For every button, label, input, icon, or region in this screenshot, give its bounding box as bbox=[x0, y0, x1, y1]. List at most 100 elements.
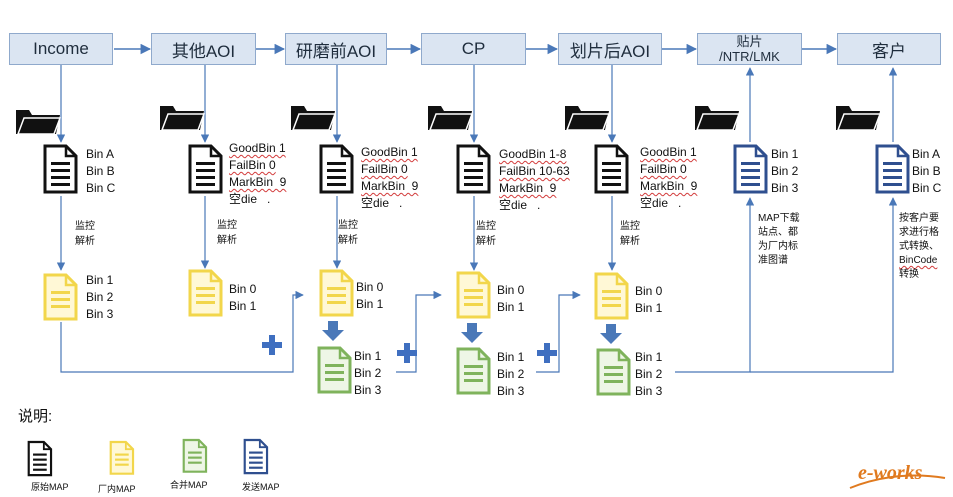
merged-map-line: Bin 2 bbox=[635, 367, 663, 381]
monitor-label: 监控 bbox=[75, 221, 95, 232]
raw-map-line: FailBin 0 bbox=[229, 158, 276, 172]
internal-map-line: Bin 3 bbox=[86, 307, 114, 321]
raw-map-line: GoodBin 1 bbox=[361, 145, 418, 159]
internal-map-line: Bin 0 bbox=[635, 284, 663, 298]
monitor-label: 监控 bbox=[620, 221, 640, 232]
merged-map-doc-icon bbox=[456, 347, 491, 395]
merged-map-line: Bin 3 bbox=[497, 384, 525, 398]
customer-convert-note: 按客户要 bbox=[899, 213, 939, 224]
map-download-note: 为厂内标 bbox=[758, 241, 798, 252]
folder-icon bbox=[694, 105, 740, 131]
internal-map-line: Bin 0 bbox=[229, 282, 257, 296]
map-download-note: 准图谱 bbox=[758, 255, 788, 266]
stage-label-line1: 贴片 bbox=[736, 34, 763, 49]
path-cp-merge bbox=[536, 290, 581, 373]
internal-map-line: Bin 0 bbox=[497, 283, 525, 297]
folder-icon bbox=[564, 105, 610, 131]
send-map-line: Bin B bbox=[912, 164, 941, 178]
folder-icon bbox=[15, 109, 61, 135]
stage-label-line2: /NTR/LMK bbox=[719, 49, 780, 64]
raw-map-doc-icon bbox=[594, 144, 629, 194]
monitor-label: 监控 bbox=[217, 220, 237, 231]
internal-map-line: Bin 0 bbox=[356, 280, 384, 294]
internal-map-line: Bin 1 bbox=[635, 301, 663, 315]
legend-merged-map-icon bbox=[182, 438, 208, 473]
legend-label-internal: 厂内MAP bbox=[98, 484, 136, 494]
customer-convert-note: BinCode bbox=[899, 255, 938, 266]
merged-map-line: Bin 1 bbox=[497, 350, 525, 364]
customer-convert-note: 转换 bbox=[899, 269, 919, 280]
legend-title: 说明: bbox=[18, 408, 53, 425]
stage-mount-ntr-lmk: 贴片 /NTR/LMK bbox=[697, 33, 802, 65]
parse-label: 解析 bbox=[620, 236, 640, 247]
legend-send-map-icon bbox=[243, 438, 269, 475]
monitor-label: 监控 bbox=[338, 220, 358, 231]
raw-map-doc-icon bbox=[319, 144, 354, 194]
raw-map-doc-icon bbox=[188, 144, 223, 194]
internal-map-doc-icon bbox=[43, 273, 78, 321]
raw-map-line: 空die . bbox=[361, 196, 403, 210]
parse-label: 解析 bbox=[75, 236, 95, 247]
raw-map-line: Bin C bbox=[86, 181, 116, 195]
stage-pre-grind-aoi: 研磨前AOI bbox=[285, 33, 387, 65]
stage-label: Income bbox=[33, 39, 89, 58]
internal-map-line: Bin 1 bbox=[356, 297, 384, 311]
raw-map-line: Bin B bbox=[86, 164, 115, 178]
legend-raw-map-icon bbox=[27, 440, 53, 477]
send-map-doc-icon bbox=[875, 144, 910, 194]
send-map-line: Bin 1 bbox=[771, 147, 799, 161]
send-map-doc-icon bbox=[733, 144, 768, 194]
folder-icon bbox=[427, 105, 473, 131]
raw-map-line: 空die . bbox=[229, 192, 271, 206]
stage-other-aoi: 其他AOI bbox=[151, 33, 256, 65]
merged-map-line: Bin 2 bbox=[497, 367, 525, 381]
raw-map-line: FailBin 0 bbox=[640, 162, 687, 176]
raw-map-line: 空die . bbox=[640, 196, 682, 210]
internal-map-line: Bin 1 bbox=[497, 300, 525, 314]
parse-label: 解析 bbox=[338, 235, 358, 246]
ework-logo: e-works bbox=[858, 462, 923, 484]
legend-internal-map-icon bbox=[109, 440, 135, 475]
raw-map-line: MarkBin 9 bbox=[499, 181, 557, 195]
stage-cp: CP bbox=[421, 33, 526, 65]
raw-map-line: GoodBin 1 bbox=[640, 145, 697, 159]
raw-map-line: 空die . bbox=[499, 198, 541, 212]
parse-label: 解析 bbox=[217, 235, 237, 246]
raw-map-line: FailBin 10-63 bbox=[499, 164, 570, 178]
merged-map-line: Bin 1 bbox=[635, 350, 663, 364]
internal-map-line: Bin 1 bbox=[229, 299, 257, 313]
internal-map-doc-icon bbox=[456, 271, 491, 319]
send-map-line: Bin 3 bbox=[771, 181, 799, 195]
plus-icon bbox=[544, 343, 550, 363]
raw-map-line: MarkBin 9 bbox=[361, 179, 419, 193]
customer-convert-note: 式转换、 bbox=[899, 241, 939, 252]
raw-map-line: MarkBin 9 bbox=[640, 179, 698, 193]
raw-map-line: GoodBin 1 bbox=[229, 141, 286, 155]
stage-label: 研磨前AOI bbox=[295, 41, 377, 61]
internal-map-doc-icon bbox=[188, 269, 223, 317]
map-download-note: MAP下载 bbox=[758, 213, 800, 224]
merged-map-line: Bin 1 bbox=[354, 349, 382, 363]
down-arrow-icon bbox=[600, 324, 622, 344]
stage-label: 划片后AOI bbox=[569, 41, 651, 61]
folder-icon bbox=[159, 105, 205, 131]
send-map-line: Bin A bbox=[912, 147, 941, 161]
merge-arrows bbox=[322, 321, 622, 344]
merged-map-line: Bin 2 bbox=[354, 366, 382, 380]
down-arrow-icon bbox=[461, 323, 483, 343]
raw-map-line: FailBin 0 bbox=[361, 162, 408, 176]
stage-post-dicing-aoi: 划片后AOI bbox=[558, 33, 662, 65]
path-to-customer bbox=[750, 197, 898, 373]
raw-map-line: GoodBin 1-8 bbox=[499, 147, 567, 161]
raw-map-doc-icon bbox=[43, 144, 78, 194]
internal-map-doc-icon bbox=[594, 272, 629, 320]
path-pregrind-merge bbox=[396, 290, 442, 373]
merged-map-doc-icon bbox=[317, 346, 352, 394]
legend-label-raw: 原始MAP bbox=[31, 482, 69, 492]
merged-map-line: Bin 3 bbox=[635, 384, 663, 398]
send-map-line: Bin 2 bbox=[771, 164, 799, 178]
send-map-line: Bin C bbox=[912, 181, 942, 195]
